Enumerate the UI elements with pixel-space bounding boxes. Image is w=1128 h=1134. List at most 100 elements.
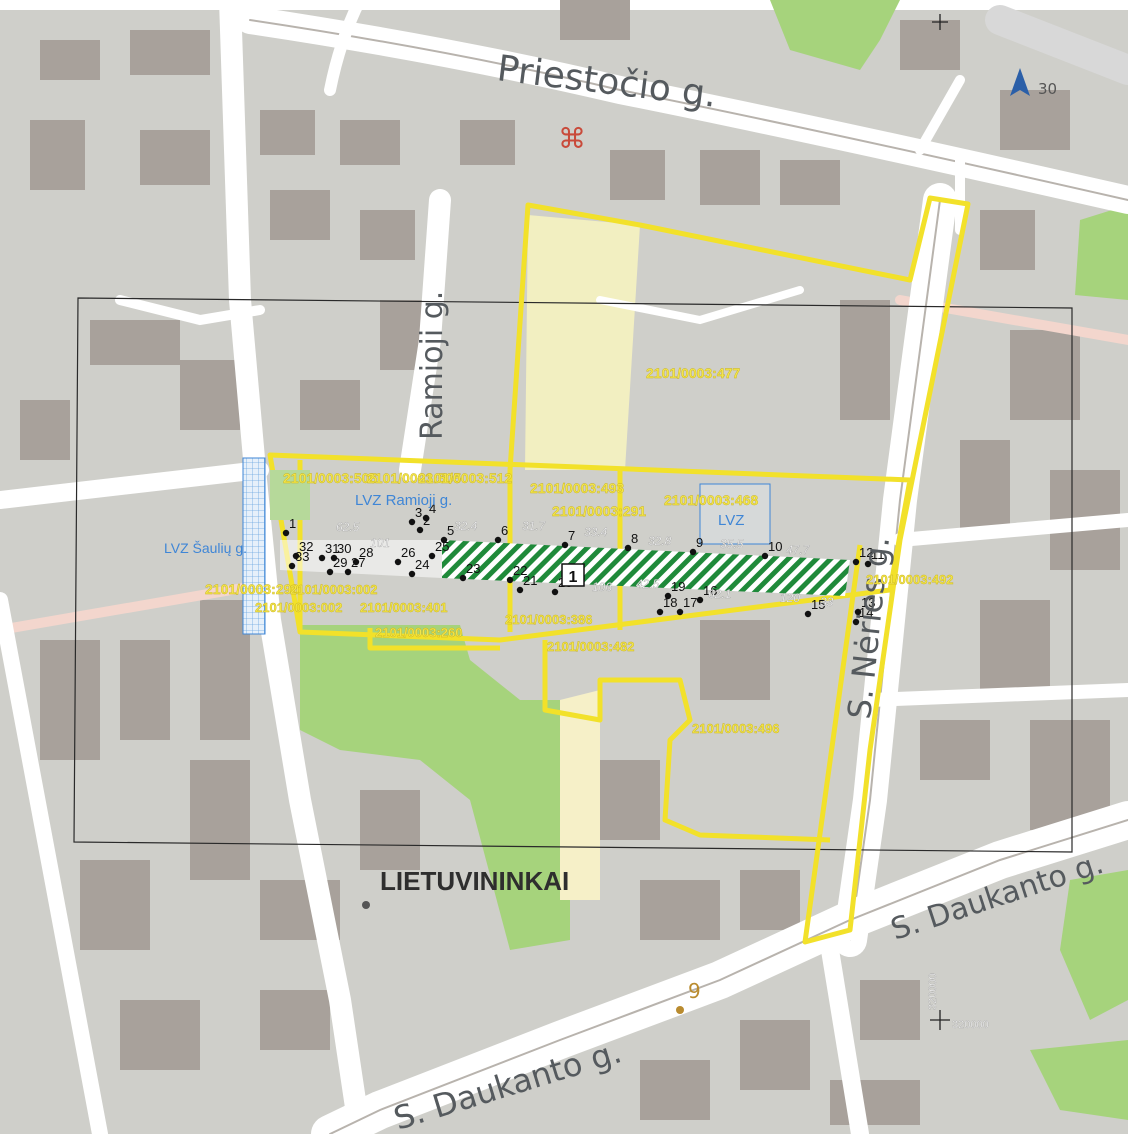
distance-label: 101 [370,536,390,550]
lvz-label-ramioji: LVZ Ramioji g. [355,492,452,509]
survey-point-label: 8 [631,531,638,546]
survey-point-dot[interactable] [416,526,424,534]
parcel-boundaries[interactable] [267,195,971,945]
survey-point-dot[interactable] [561,541,569,549]
buildings [20,0,1120,1125]
parcel-label: 2101/0003:260 [375,625,462,640]
street-label-ramioji: Ramioji g. [415,291,450,440]
survey-point-label: 15 [811,597,825,612]
landmark-icon: ⌘ [558,122,586,155]
survey-point-dot[interactable] [551,588,559,596]
parcel-label: 2101/0003:496 [692,721,779,736]
parcel-label: 2101/0003:482 [547,639,634,654]
parcel-garden [270,470,310,520]
survey-point-dot[interactable] [624,544,632,552]
survey-point-dot[interactable] [852,618,860,626]
lvz-nerise-area[interactable] [699,483,771,545]
distance-label: 106 [592,580,612,594]
parcel-label: 2101/0003:512 [418,470,512,486]
parcel-label: 2101/0003:002 [290,582,377,597]
survey-point-label: 4 [429,501,436,516]
distance-label: 120 [780,591,800,605]
distance-label: 35.5 [720,537,744,551]
coord-label-x: 320000 [952,1019,989,1031]
survey-point-dot[interactable] [326,568,334,576]
survey-point-label: 9 [696,535,703,550]
parcel-label: 2101/0003:002 [255,600,342,615]
survey-point-dot[interactable] [506,576,514,584]
plan-marker[interactable]: 1 [569,569,578,586]
coordinate-cross-icon [930,14,950,1030]
survey-point-label: 10 [768,539,782,554]
easement-strip[interactable] [442,540,850,596]
survey-point-dot[interactable] [422,514,430,522]
parcel-label: 2101/0003:477 [646,365,740,381]
survey-point-label: 24 [415,557,429,572]
survey-point-dot[interactable] [761,552,769,560]
parcel-labels: 2101/0003:477 2101/0003:496 2101/0003:50… [205,365,954,736]
survey-point-label: 33 [295,549,309,564]
survey-point-label: 12 [859,545,873,560]
district-label: LIETUVININKAI [380,866,569,896]
survey-point-dot[interactable] [656,608,664,616]
survey-point-dot[interactable] [394,558,402,566]
survey-point-dot[interactable] [676,608,684,616]
survey-point-dot[interactable] [408,570,416,578]
easement-strip-west[interactable] [280,540,442,578]
distance-label: 42.5 [636,577,660,591]
survey-point-dot[interactable] [696,596,704,604]
distance-label: 62.1 [708,587,731,601]
survey-point-label: 26 [401,545,415,560]
survey-point-label: 22 [513,563,527,578]
parcel-label: 2101/0003:493 [530,480,624,496]
survey-point-label: 28 [359,545,373,560]
survey-point-dot[interactable] [864,560,872,568]
survey-point-label: 5 [447,523,454,538]
survey-point-label: 25 [435,539,449,554]
survey-point-dot[interactable] [288,562,296,570]
distance-labels: 62.5 101 32.4 31.7 33.4 32.8 35.5 47.7 1… [336,519,834,609]
survey-point-dot[interactable] [428,552,436,560]
lvz-sauliu-area[interactable] [242,457,266,635]
parcel-label: 2101/0003:505 [283,470,377,486]
survey-point-dot[interactable] [330,554,338,562]
survey-points[interactable]: 1234567891011121314151617181920212223242… [282,501,885,626]
survey-point-label: 14 [859,605,873,620]
north-arrow[interactable]: 30 [1010,68,1057,98]
survey-point-dot[interactable] [318,554,326,562]
survey-point-dot[interactable] [804,610,812,618]
survey-point-dot[interactable] [664,592,672,600]
lvz-label-nerise: LVZ [718,512,744,529]
survey-point-dot[interactable] [408,518,416,526]
lvz-label-sauliu: LVZ Šaulių g. [164,540,247,556]
survey-point-label: 11 [871,547,885,562]
parcel-label: 2101/0003:291 [552,503,646,519]
parcel-label: 2101/0003:468 [664,492,758,508]
survey-point-dot[interactable] [440,536,448,544]
plan-marker-box[interactable] [561,563,585,587]
distance-label: 33.4 [584,525,608,539]
survey-point-dot[interactable] [494,536,502,544]
survey-point-label: 13 [861,595,875,610]
survey-point-dot[interactable] [352,558,360,566]
district-dot-icon [362,901,370,909]
survey-point-dot[interactable] [852,558,860,566]
survey-point-dot[interactable] [516,586,524,594]
survey-point-dot[interactable] [689,548,697,556]
survey-point-label: 23 [466,561,480,576]
survey-point-dot[interactable] [344,568,352,576]
survey-point-label: 32 [299,539,313,554]
survey-point-label: 3 [415,505,422,520]
parcel-label: 2101/0003:401 [360,600,447,615]
survey-point-dot[interactable] [854,608,862,616]
survey-point-dot[interactable] [459,574,467,582]
survey-point-label: 16 [703,583,717,598]
distance-label: 32.4 [454,519,478,533]
survey-point-dot[interactable] [282,529,290,537]
parcel-label: 2101/0003:290 [205,581,299,597]
distance-label: 33 [820,595,834,609]
survey-point-dot[interactable] [292,552,300,560]
survey-point-label: 17 [683,595,697,610]
